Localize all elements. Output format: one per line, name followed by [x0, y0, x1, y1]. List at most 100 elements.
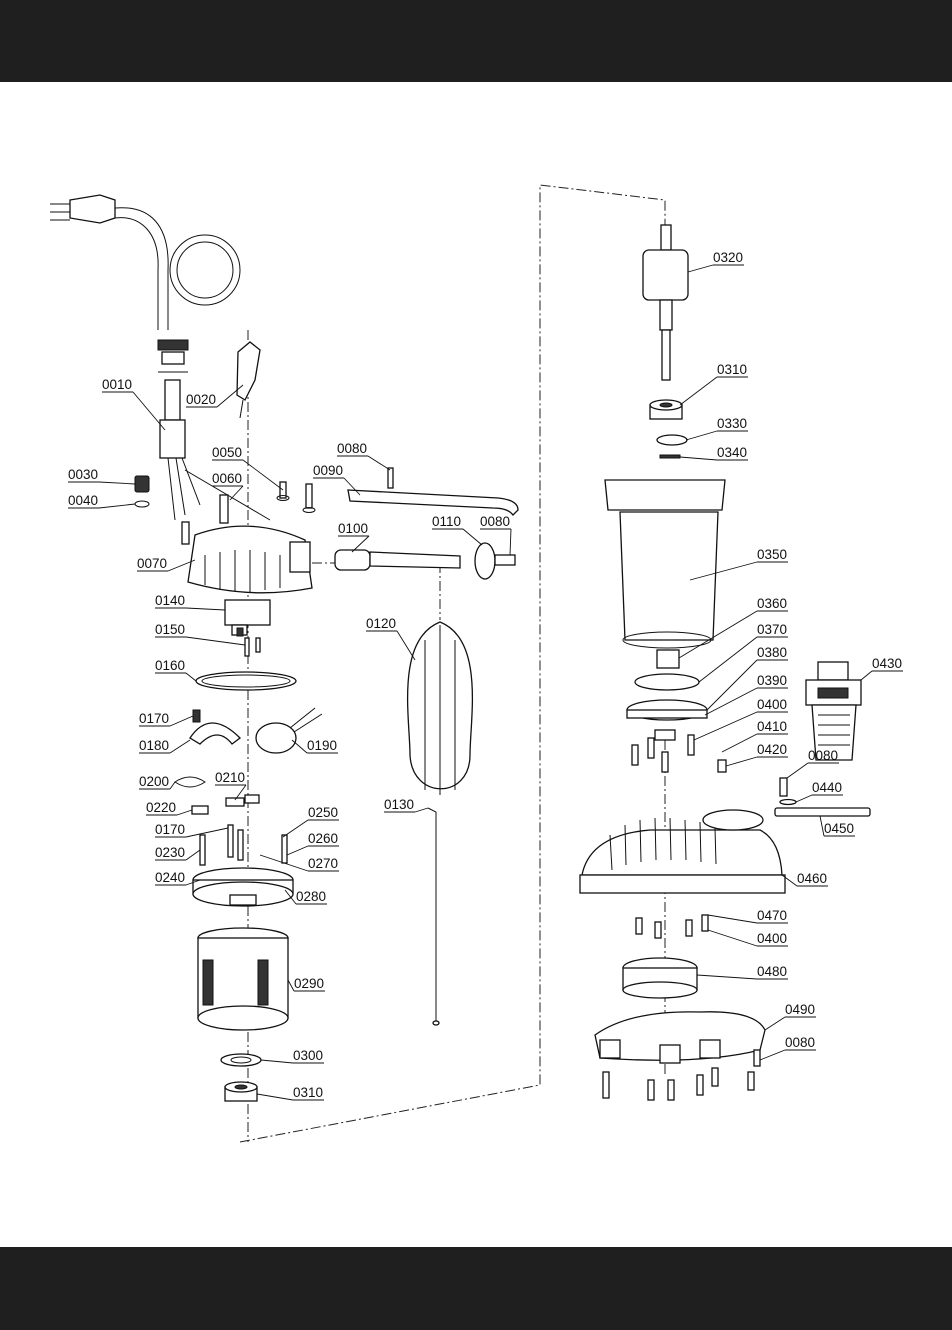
- washer-0440: [780, 800, 796, 805]
- leader-0200: [170, 782, 175, 789]
- base-screws: [636, 915, 708, 938]
- seal-plate-screws: [632, 735, 726, 772]
- part-label-0300: 0300: [293, 1048, 323, 1063]
- leader-0440: [796, 795, 812, 802]
- gasket: [775, 808, 870, 816]
- leader-0310a: [257, 1094, 293, 1100]
- part-label-0470: 0470: [757, 908, 787, 923]
- part-label-0350: 0350: [757, 547, 787, 562]
- part-label-0010: 0010: [102, 377, 132, 392]
- leader-0190: [292, 740, 307, 753]
- mechanical-seal: [627, 650, 707, 740]
- part-label-0430: 0430: [872, 656, 902, 671]
- leader-0370: [699, 637, 757, 682]
- leader-0050: [243, 460, 283, 490]
- retaining-clip: [660, 455, 680, 458]
- part-label-0170b: 0170: [155, 822, 185, 837]
- leader-0120: [397, 631, 415, 660]
- leader-0110: [463, 529, 482, 545]
- part-label-0370: 0370: [757, 622, 787, 637]
- rotor-shaft: [643, 225, 688, 380]
- bottom-plate: [595, 1012, 765, 1063]
- part-label-0290: 0290: [294, 976, 324, 991]
- part-label-0140: 0140: [155, 593, 185, 608]
- part-label-0160: 0160: [155, 658, 185, 673]
- leader-0330: [686, 431, 717, 440]
- leader-0480: [697, 975, 757, 979]
- leader-0260: [287, 846, 308, 855]
- part-label-0220: 0220: [146, 800, 176, 815]
- leader-0010: [133, 392, 165, 430]
- part-label-0250: 0250: [308, 805, 338, 820]
- pump-housing: [605, 480, 725, 648]
- part-label-0130: 0130: [384, 797, 414, 812]
- part-label-0210: 0210: [215, 770, 245, 785]
- upper-bearing: [650, 400, 682, 419]
- motor-stator: [198, 928, 288, 1030]
- leader-0060: [230, 486, 243, 500]
- part-label-0080d: 0080: [785, 1035, 815, 1050]
- part-label-0400a: 0400: [757, 697, 787, 712]
- plug-screw: [135, 476, 149, 507]
- leader-0220: [177, 810, 192, 815]
- leader-0380: [707, 660, 757, 710]
- part-label-0060: 0060: [212, 471, 242, 486]
- part-label-0400b: 0400: [757, 931, 787, 946]
- leader-0430: [861, 671, 872, 680]
- part-label-0260: 0260: [308, 831, 338, 846]
- leader-0310b: [680, 377, 717, 405]
- part-label-0360: 0360: [757, 596, 787, 611]
- motor-bottom-plate: [193, 825, 293, 906]
- part-label-0030: 0030: [68, 467, 98, 482]
- leader-0080a: [368, 456, 390, 470]
- part-label-0340: 0340: [717, 445, 747, 460]
- part-label-0230: 0230: [155, 845, 185, 860]
- motor-capacitor: [225, 600, 270, 656]
- leader-0400b: [708, 930, 757, 946]
- part-label-0490: 0490: [785, 1002, 815, 1017]
- part-label-0180: 0180: [139, 738, 169, 753]
- leader-0170b: [186, 828, 228, 837]
- seal-ring: [657, 435, 687, 445]
- part-label-0080a: 0080: [337, 441, 367, 456]
- leader-0230: [186, 850, 200, 860]
- part-label-0170a: 0170: [139, 711, 169, 726]
- part-label-0460: 0460: [797, 871, 827, 886]
- leader-0410: [722, 734, 757, 752]
- leader-0170a: [170, 716, 193, 726]
- part-label-0380: 0380: [757, 645, 787, 660]
- leader-0080b: [510, 529, 511, 555]
- part-label-0150: 0150: [155, 622, 185, 637]
- float-rod: [428, 808, 439, 1025]
- part-label-0090: 0090: [313, 463, 343, 478]
- part-label-0280: 0280: [296, 889, 326, 904]
- leader-0030: [99, 482, 135, 484]
- part-label-0310b: 0310: [717, 362, 747, 377]
- pump-base: [580, 810, 785, 893]
- leader-0490: [765, 1017, 785, 1030]
- leader-0320: [688, 265, 713, 272]
- part-label-0020: 0020: [186, 392, 216, 407]
- leader-0080c: [787, 763, 808, 778]
- capacitor-clamp: [190, 708, 322, 753]
- part-label-0450: 0450: [824, 821, 854, 836]
- leader-0140: [186, 608, 225, 610]
- leader-0150: [186, 637, 245, 645]
- leader-0080d: [760, 1050, 785, 1060]
- part-label-0080c: 0080: [808, 748, 838, 763]
- leader-0300: [261, 1060, 293, 1063]
- part-label-0120: 0120: [366, 616, 396, 631]
- part-label-0100: 0100: [338, 521, 368, 536]
- part-label-0050: 0050: [212, 445, 242, 460]
- leader-0160: [186, 673, 196, 681]
- part-label-0330: 0330: [717, 416, 747, 431]
- part-label-0110: 0110: [432, 514, 461, 529]
- part-label-0420: 0420: [757, 742, 787, 757]
- float: [408, 622, 473, 795]
- leader-0250: [283, 820, 308, 837]
- leader-0040: [99, 504, 135, 508]
- part-label-0040: 0040: [68, 493, 98, 508]
- part-label-0270: 0270: [308, 856, 338, 871]
- part-label-0200: 0200: [139, 774, 169, 789]
- leader-0180: [170, 740, 190, 753]
